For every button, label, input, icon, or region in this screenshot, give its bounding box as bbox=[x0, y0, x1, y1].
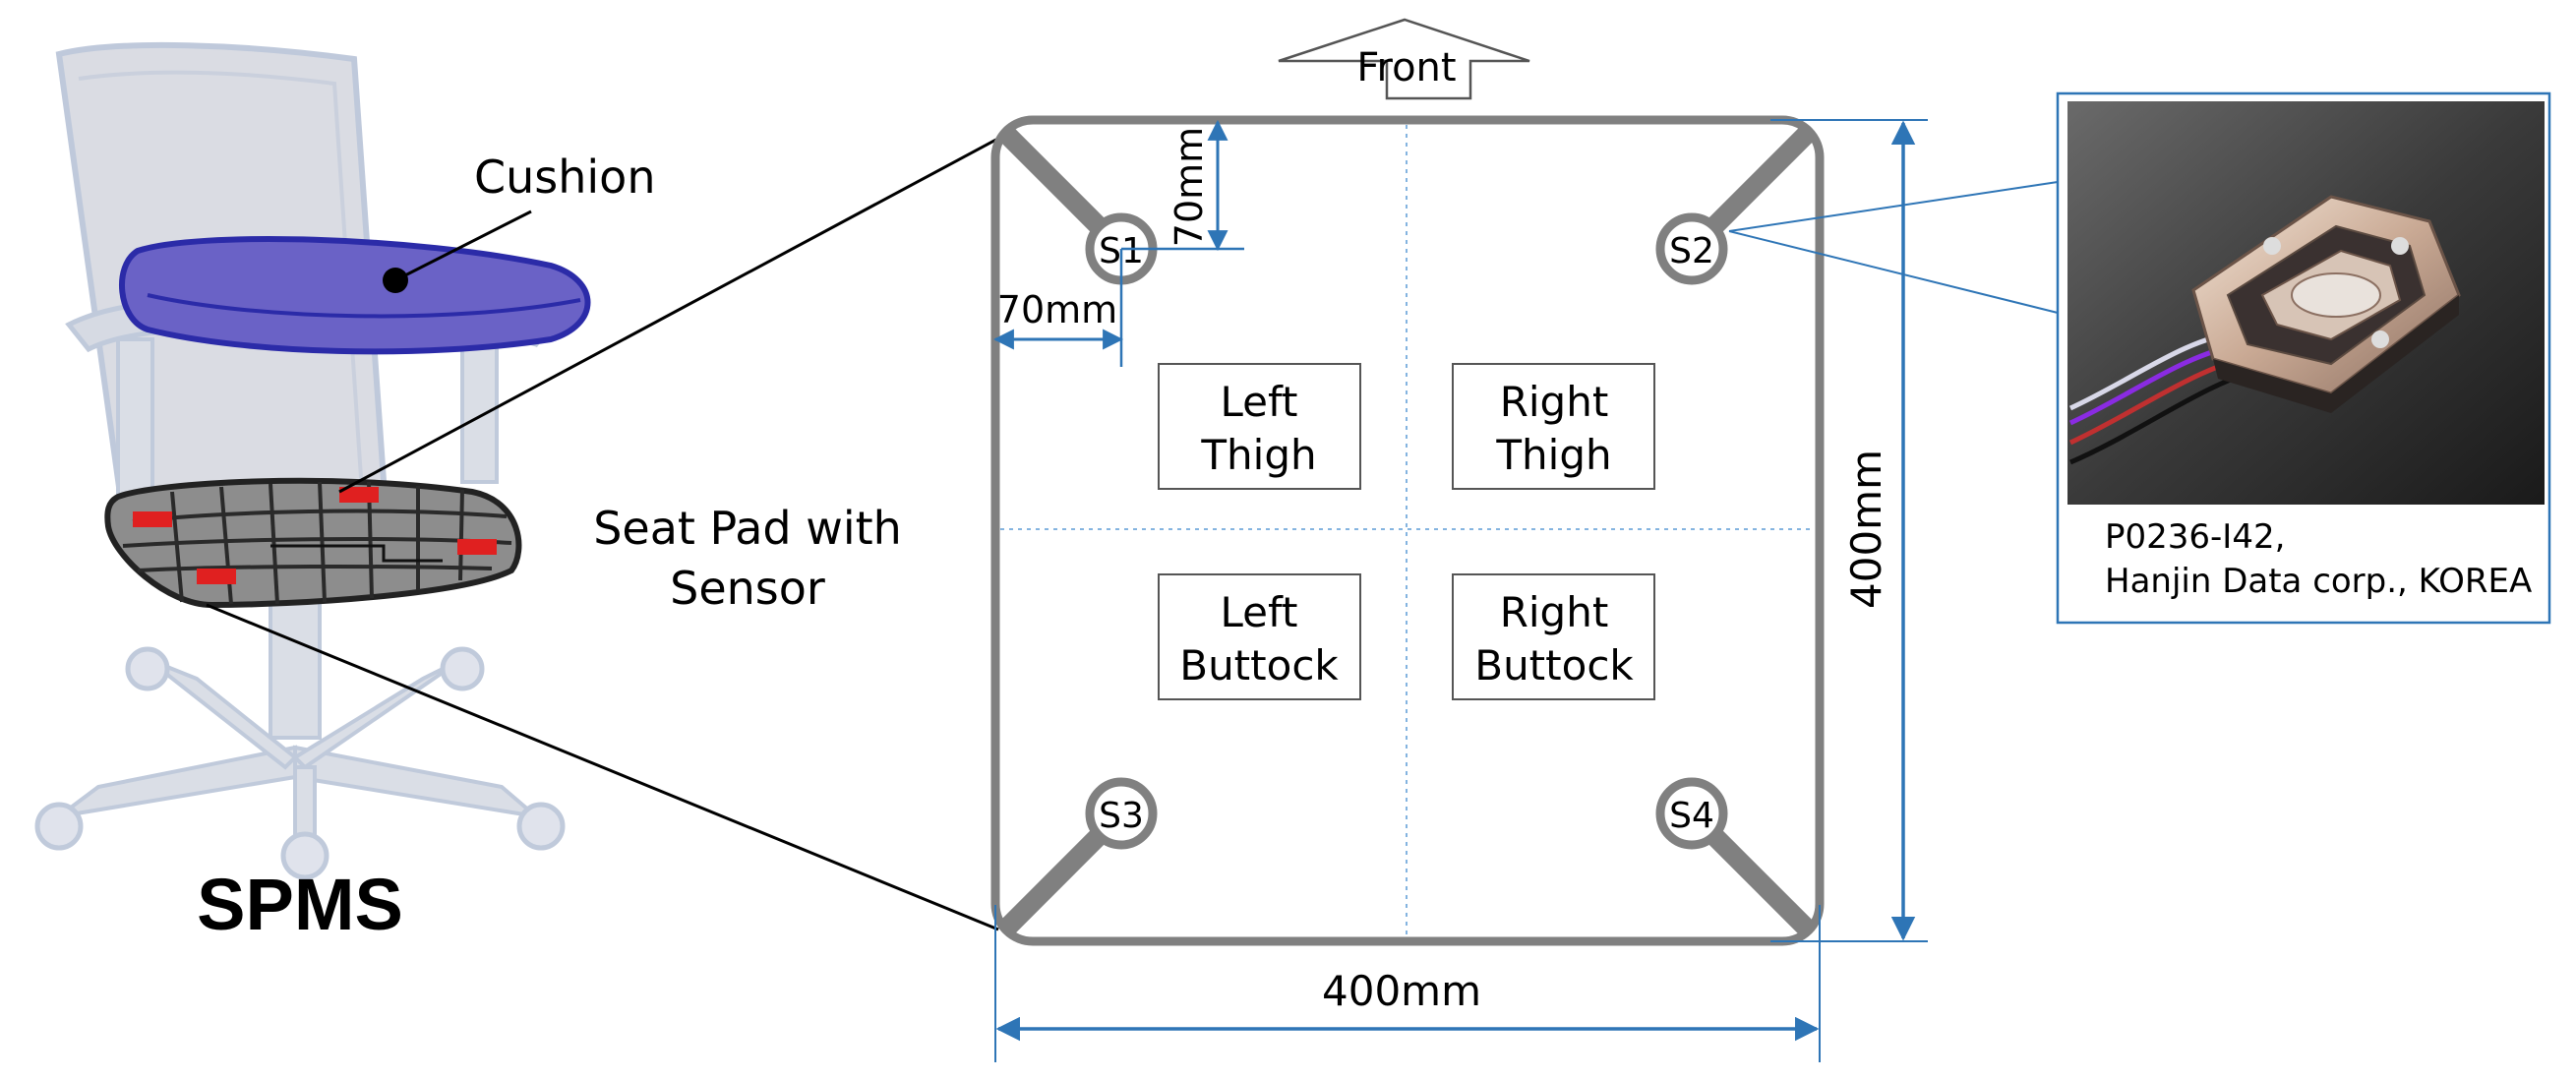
pad-sensor-marker bbox=[457, 539, 497, 555]
sensor-model-label: P0236-I42, bbox=[2105, 517, 2285, 557]
sensor-s3-label: S3 bbox=[1099, 796, 1144, 836]
svg-text:Buttock: Buttock bbox=[1474, 641, 1634, 690]
svg-text:Buttock: Buttock bbox=[1179, 641, 1339, 690]
svg-text:Left: Left bbox=[1220, 588, 1297, 636]
sensor-s2-label: S2 bbox=[1669, 231, 1714, 271]
callout-line-bottom bbox=[1728, 230, 2059, 314]
front-direction-arrow: Front bbox=[1278, 18, 1530, 100]
dim-width-label: 400mm bbox=[1322, 967, 1481, 1015]
svg-text:Left: Left bbox=[1220, 378, 1297, 426]
region-left-thigh: Left Thigh bbox=[1158, 363, 1361, 490]
region-left-buttock: Left Buttock bbox=[1158, 573, 1361, 700]
svg-text:Right: Right bbox=[1500, 378, 1609, 426]
seat-pad-sensor-grid bbox=[104, 477, 522, 609]
cushion bbox=[119, 210, 591, 355]
zoom-line-top bbox=[338, 126, 1019, 494]
system-name: SPMS bbox=[197, 864, 403, 945]
sensor-s2: S2 bbox=[1655, 212, 1728, 285]
dimension-height: 400mm bbox=[1770, 119, 1928, 942]
front-label: Front bbox=[1356, 45, 1456, 90]
callout-line-top bbox=[1728, 181, 2059, 232]
seat-pad-label-line1: Seat Pad with bbox=[593, 502, 902, 555]
seat-pad-label-line2: Sensor bbox=[670, 562, 825, 615]
sensor-s4-label: S4 bbox=[1669, 796, 1714, 836]
pad-sensor-marker bbox=[133, 511, 172, 527]
svg-text:Thigh: Thigh bbox=[1200, 431, 1316, 479]
dim-offset-horizontal-label: 70mm bbox=[997, 288, 1117, 331]
region-right-thigh: Right Thigh bbox=[1452, 363, 1655, 490]
region-right-buttock: Right Buttock bbox=[1452, 573, 1655, 700]
pad-sensor-marker bbox=[339, 487, 379, 503]
zoom-line-bottom bbox=[206, 603, 999, 931]
dim-offset-vertical-label: 70mm bbox=[1168, 127, 1211, 247]
sensor-s4: S4 bbox=[1655, 777, 1728, 850]
cushion-leader-line bbox=[394, 210, 532, 282]
load-cell-photo bbox=[2067, 101, 2545, 505]
svg-text:Thigh: Thigh bbox=[1495, 431, 1611, 479]
sensor-s3: S3 bbox=[1085, 777, 1158, 850]
dimension-width: 400mm bbox=[994, 905, 1821, 1062]
dimension-offset-vertical: 70mm bbox=[1121, 119, 1244, 252]
dim-height-label: 400mm bbox=[1842, 450, 1890, 609]
seat-pad-outline bbox=[990, 115, 1825, 946]
cushion-label: Cushion bbox=[474, 150, 655, 204]
pad-sensor-marker bbox=[197, 569, 236, 584]
dimension-offset-horizontal: 70mm bbox=[992, 249, 1124, 367]
sensor-maker-label: Hanjin Data corp., KOREA bbox=[2105, 562, 2532, 601]
svg-text:Right: Right bbox=[1500, 588, 1609, 636]
